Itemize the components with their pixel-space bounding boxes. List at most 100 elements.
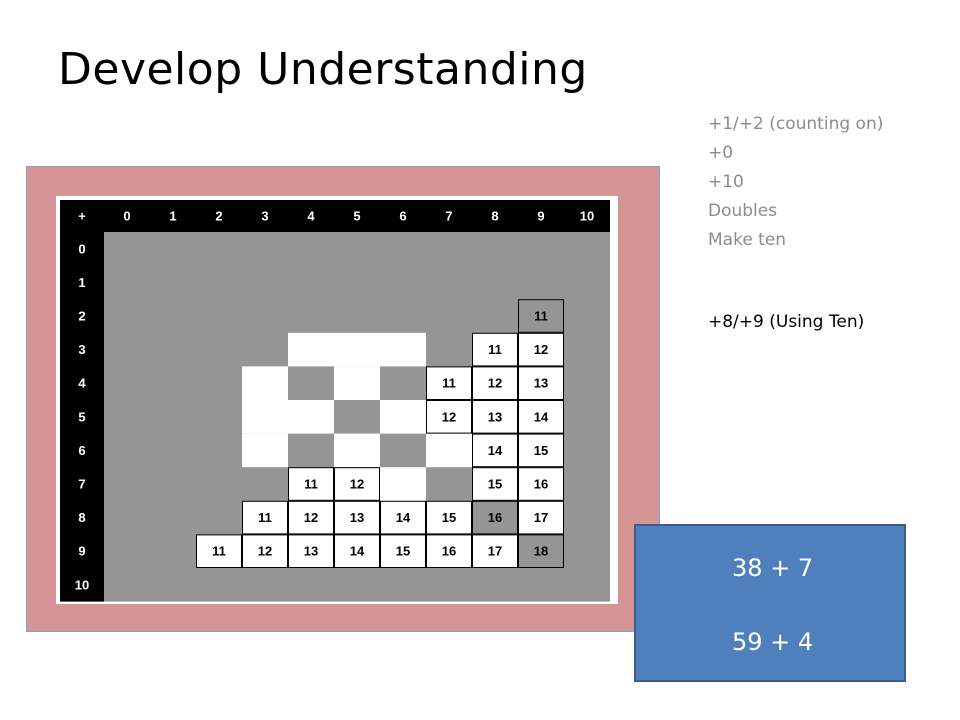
table-cell-value: 15	[396, 544, 410, 559]
table-cell-value: 16	[488, 510, 502, 525]
table-cell-value: 14	[534, 409, 549, 424]
practice-problems-box: 38 + 7 59 + 4	[634, 524, 906, 682]
table-cell	[472, 500, 518, 535]
table-cell	[518, 433, 564, 468]
row-header-label: 6	[78, 443, 85, 458]
table-header-row	[60, 200, 610, 232]
table-cell-blank	[334, 366, 380, 400]
table-cell-blank	[380, 467, 426, 501]
table-cell	[380, 500, 426, 535]
table-cell-blank	[242, 433, 288, 468]
table-cell	[472, 332, 518, 367]
row-header-label: 2	[78, 309, 85, 324]
table-cell-value: 13	[488, 409, 502, 424]
column-header-label: 3	[261, 209, 268, 224]
table-cell-value: 16	[442, 544, 456, 559]
slide-title: Develop Understanding	[58, 44, 588, 95]
practice-problem: 38 + 7	[732, 554, 814, 582]
table-cell	[288, 467, 334, 501]
column-header-label: 2	[215, 209, 222, 224]
row-header-label: 1	[78, 275, 85, 290]
table-cell	[334, 534, 380, 568]
table-cell-value: 12	[304, 510, 318, 525]
practice-problem: 59 + 4	[732, 628, 814, 656]
strategy-item: Make ten	[708, 230, 787, 250]
table-cell	[242, 534, 288, 568]
row-header-label: 8	[78, 510, 85, 525]
row-header-label: 3	[78, 342, 85, 357]
table-cell	[288, 500, 334, 535]
table-cell-value: 13	[304, 544, 318, 559]
column-header-label: 1	[169, 209, 176, 224]
row-header-label: 5	[78, 409, 85, 424]
table-cell-value: 11	[258, 510, 272, 525]
table-cell-blank	[242, 400, 288, 434]
strategy-item: Doubles	[708, 201, 778, 221]
column-header-label: 0	[123, 209, 130, 224]
table-cell	[518, 400, 564, 434]
column-header-label: 5	[353, 209, 360, 224]
table-cell-value: 12	[488, 376, 502, 391]
table-cell	[426, 366, 472, 400]
strategy-item: +0	[708, 143, 734, 163]
row-header-label: 10	[75, 577, 89, 592]
row-header-label: 7	[78, 477, 85, 492]
table-cell-value: 13	[534, 376, 548, 391]
strategy-list: +1/+2 (counting on) +0 +10 Doubles Make …	[708, 110, 883, 255]
table-cell-value: 14	[396, 510, 411, 525]
table-cell-value: 12	[442, 409, 456, 424]
table-cell-value: 16	[534, 477, 548, 492]
table-cell-blank	[334, 433, 380, 468]
table-cell	[334, 467, 380, 501]
table-cell-value: 12	[350, 477, 364, 492]
table-cell-value: 13	[350, 510, 364, 525]
table-header-column	[60, 200, 104, 602]
table-cell-value: 17	[488, 544, 502, 559]
table-cell	[334, 500, 380, 535]
table-cell	[518, 534, 564, 568]
table-cell	[518, 467, 564, 501]
table-cell-value: 18	[534, 544, 548, 559]
table-cell	[472, 534, 518, 568]
row-header-label: 0	[78, 241, 85, 256]
table-cell	[472, 467, 518, 501]
table-cell-value: 15	[442, 510, 456, 525]
table-cell-blank	[380, 332, 426, 367]
table-cell	[472, 433, 518, 468]
table-cell-value: 11	[534, 309, 548, 324]
column-header-label: 9	[537, 209, 544, 224]
table-cell	[518, 299, 564, 333]
table-corner-label: +	[78, 209, 86, 224]
row-header-label: 9	[78, 544, 85, 559]
table-cell	[472, 400, 518, 434]
table-cell	[426, 400, 472, 434]
table-cell	[426, 500, 472, 535]
column-header-label: 6	[399, 209, 406, 224]
table-cell-value: 15	[534, 443, 548, 458]
table-cell-value: 11	[212, 544, 226, 559]
table-cell-blank	[242, 366, 288, 400]
table-cell	[242, 500, 288, 535]
table-cell-value: 12	[258, 544, 272, 559]
table-cell-value: 11	[488, 342, 502, 357]
row-header-label: 4	[78, 376, 86, 391]
table-cell-value: 14	[350, 544, 365, 559]
table-cell-value: 14	[488, 443, 503, 458]
table-cell-value: 12	[534, 342, 548, 357]
table-cell	[196, 534, 242, 568]
column-header-label: 7	[445, 209, 452, 224]
table-cell	[518, 366, 564, 400]
table-cell	[518, 332, 564, 367]
table-cell	[472, 366, 518, 400]
strategy-item: +1/+2 (counting on)	[708, 114, 884, 134]
table-cell-blank	[380, 400, 426, 434]
table-cell	[426, 534, 472, 568]
table-cell	[380, 534, 426, 568]
strategy-item: +10	[708, 172, 744, 192]
table-cell	[518, 500, 564, 535]
table-cell-value: 17	[534, 510, 548, 525]
current-strategy: +8/+9 (Using Ten)	[708, 312, 865, 332]
table-cell-blank	[288, 400, 334, 434]
